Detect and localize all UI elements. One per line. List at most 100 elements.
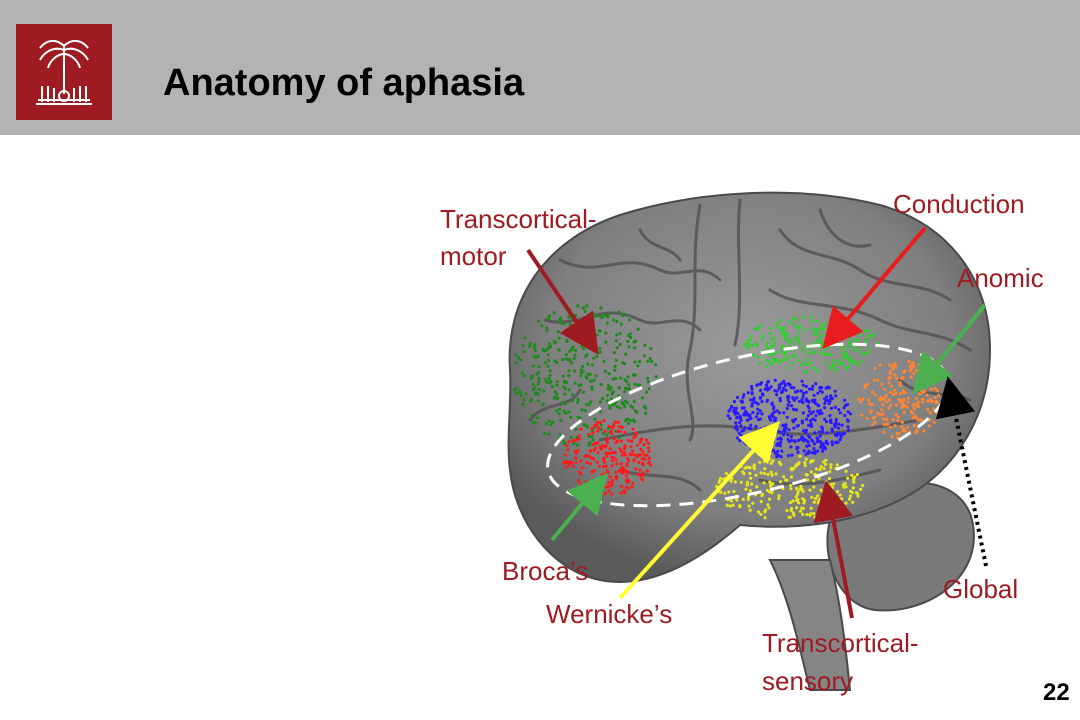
region-dot	[906, 425, 910, 429]
region-dot	[725, 503, 729, 507]
region-dot	[784, 358, 788, 362]
region-dot	[620, 425, 624, 430]
region-dot	[825, 431, 829, 435]
region-dot	[546, 317, 550, 321]
region-dot	[801, 400, 805, 405]
region-dot	[596, 429, 600, 433]
arrow-brocas	[550, 472, 608, 542]
region-dot	[811, 439, 815, 443]
region-dot	[865, 416, 869, 420]
region-dot	[796, 423, 800, 428]
region-dot	[551, 420, 555, 424]
region-dot	[564, 465, 568, 469]
region-dot	[576, 304, 580, 308]
region-dot	[793, 417, 798, 421]
region-dot	[897, 432, 901, 436]
region-dot	[643, 343, 647, 347]
region-dot	[916, 405, 920, 409]
region-dot	[646, 380, 651, 384]
region-dot	[792, 386, 796, 390]
region-dot	[882, 422, 886, 427]
region-dot	[610, 425, 614, 429]
region-dot	[747, 342, 751, 346]
region-dot	[567, 374, 571, 378]
region-dot	[626, 339, 630, 344]
region-dot	[829, 394, 833, 398]
region-dot	[820, 386, 824, 390]
region-dot	[824, 347, 828, 351]
region-dot	[561, 322, 566, 326]
region-dot	[902, 370, 906, 374]
region-dot	[615, 319, 619, 324]
region-dot	[537, 387, 542, 392]
region-dot	[796, 339, 800, 343]
region-dot	[751, 410, 755, 415]
region-dot	[840, 497, 844, 501]
region-dot	[728, 416, 732, 421]
region-dot	[828, 353, 832, 357]
region-dot	[622, 488, 626, 492]
region-dot	[787, 366, 791, 370]
region-dot	[643, 404, 647, 409]
region-dot	[632, 399, 636, 403]
region-dot	[779, 346, 783, 350]
region-dot	[802, 449, 806, 453]
region-dot	[853, 349, 858, 353]
region-dot	[755, 438, 759, 442]
region-dot	[800, 397, 804, 401]
region-dot	[866, 329, 870, 333]
region-dot	[610, 432, 614, 436]
region-dot	[881, 412, 885, 416]
region-dot	[748, 471, 752, 476]
region-dot	[564, 459, 568, 464]
region-dot	[597, 426, 601, 430]
region-dot	[736, 411, 740, 416]
region-dot	[822, 505, 826, 510]
region-dot	[771, 357, 776, 361]
region-dot	[846, 476, 850, 480]
region-dot	[588, 372, 592, 376]
region-dot	[777, 442, 781, 446]
region-dot	[825, 395, 829, 399]
region-dot	[633, 453, 637, 457]
region-dot	[773, 430, 777, 434]
region-dot	[608, 403, 612, 407]
region-dot	[732, 489, 736, 494]
region-dot	[756, 411, 760, 416]
region-dot	[881, 403, 885, 407]
region-dot	[834, 420, 838, 425]
region-dot	[792, 513, 796, 517]
region-dot	[579, 371, 584, 375]
region-dot	[773, 378, 777, 382]
region-dot	[873, 393, 878, 397]
region-dot	[818, 497, 822, 501]
region-dot	[843, 366, 848, 370]
region-dot	[789, 475, 794, 479]
region-dot	[615, 333, 619, 337]
region-dot	[580, 365, 585, 369]
region-dot	[593, 423, 597, 428]
region-dot	[595, 354, 599, 358]
region-dot	[630, 439, 634, 443]
region-dot	[866, 352, 870, 356]
region-dot	[820, 411, 824, 415]
region-dot	[612, 423, 616, 427]
region-dot	[754, 425, 758, 429]
region-dot	[813, 472, 817, 476]
region-dot	[582, 347, 586, 351]
region-dot	[647, 461, 651, 465]
region-dot	[756, 407, 760, 411]
region-dot	[822, 333, 826, 337]
region-dot	[573, 438, 577, 442]
region-dot	[763, 426, 768, 430]
region-dot	[769, 385, 773, 389]
region-dot	[607, 481, 611, 485]
region-dot	[565, 444, 569, 448]
region-dot	[887, 363, 892, 367]
region-dot	[842, 329, 846, 333]
region-dot	[759, 323, 763, 327]
region-dot	[613, 420, 617, 424]
region-dot	[523, 336, 527, 340]
region-dot	[899, 377, 904, 381]
